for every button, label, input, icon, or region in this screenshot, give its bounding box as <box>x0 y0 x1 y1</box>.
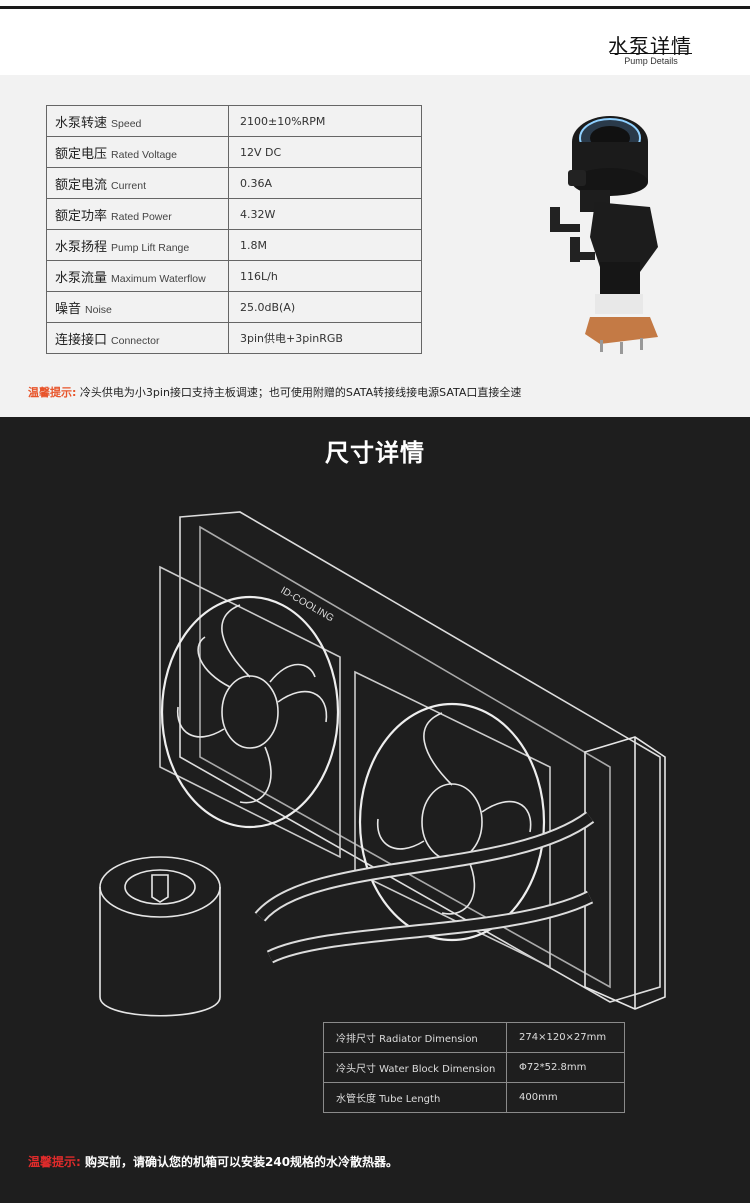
dimensions-title: 尺寸详情 <box>325 439 425 467</box>
title-underline <box>610 53 692 54</box>
warm-tip-label: 温馨提示: <box>28 386 77 399</box>
dimension-value: 274×120×27mm <box>506 1022 625 1053</box>
top-bar <box>0 0 750 18</box>
dimension-label: 冷头尺寸 Water Block Dimension <box>323 1052 507 1083</box>
spec-key-en: Noise <box>85 303 112 316</box>
spec-value: 4.32W <box>228 198 422 230</box>
spec-key-zh: 水泵扬程 <box>55 239 108 255</box>
spec-key-zh: 水泵转速 <box>55 115 108 131</box>
spec-key-zh: 额定电压 <box>55 146 108 162</box>
dimension-value: 400mm <box>506 1082 625 1113</box>
dimension-value: Φ72*52.8mm <box>506 1052 625 1083</box>
spec-key-zh: 额定电流 <box>55 177 108 193</box>
spec-key-en: Rated Voltage <box>111 148 177 161</box>
spec-value: 0.36A <box>228 167 422 199</box>
pump-image <box>550 116 658 354</box>
spec-key-en: Speed <box>111 117 142 130</box>
spec-key-en: Connector <box>111 334 160 347</box>
warm-tip-text: 冷头供电为小3pin接口支持主板调速；也可使用附赠的SATA转接线接电源SATA… <box>79 386 522 399</box>
pump-details-header: 水泵详情 Pump Details <box>0 18 750 75</box>
spec-key-en: Current <box>111 179 147 192</box>
spec-key-zh: 噪音 <box>55 301 82 317</box>
cooler-illustration: ID-COOLING <box>99 511 666 1017</box>
warm-tip-2-label: 温馨提示: <box>28 1155 81 1169</box>
spec-key-zh: 额定功率 <box>55 208 108 224</box>
spec-value: 12V DC <box>228 136 422 168</box>
dimension-label: 水管长度 Tube Length <box>323 1082 507 1113</box>
spec-key-en: Rated Power <box>111 210 172 223</box>
spec-value: 116L/h <box>228 260 422 292</box>
warm-tip-2-text: 购买前，请确认您的机箱可以安装240规格的水冷散热器。 <box>85 1155 399 1169</box>
warm-tip-1: 温馨提示: 冷头供电为小3pin接口支持主板调速；也可使用附赠的SATA转接线接… <box>28 384 521 400</box>
spec-value: 2100±10%RPM <box>228 105 422 137</box>
section-subtitle: Pump Details <box>624 56 678 66</box>
spec-key-en: Pump Lift Range <box>111 241 190 254</box>
spec-value: 3pin供电+3pinRGB <box>228 322 422 354</box>
spec-key-zh: 连接接口 <box>55 332 108 348</box>
top-rule <box>0 6 750 9</box>
radiator-brand-label: ID-COOLING <box>279 585 336 624</box>
spec-value: 25.0dB(A) <box>228 291 422 323</box>
spec-key-en: Maximum Waterflow <box>111 272 206 285</box>
warm-tip-2: 温馨提示: 购买前，请确认您的机箱可以安装240规格的水冷散热器。 <box>28 1153 398 1170</box>
section-title: 水泵详情 <box>608 34 692 58</box>
dimension-label: 冷排尺寸 Radiator Dimension <box>323 1022 507 1053</box>
spec-value: 1.8M <box>228 229 422 261</box>
dimensions-section: 尺寸详情 ID-COOLING <box>0 417 750 1203</box>
spec-key-zh: 水泵流量 <box>55 270 108 286</box>
